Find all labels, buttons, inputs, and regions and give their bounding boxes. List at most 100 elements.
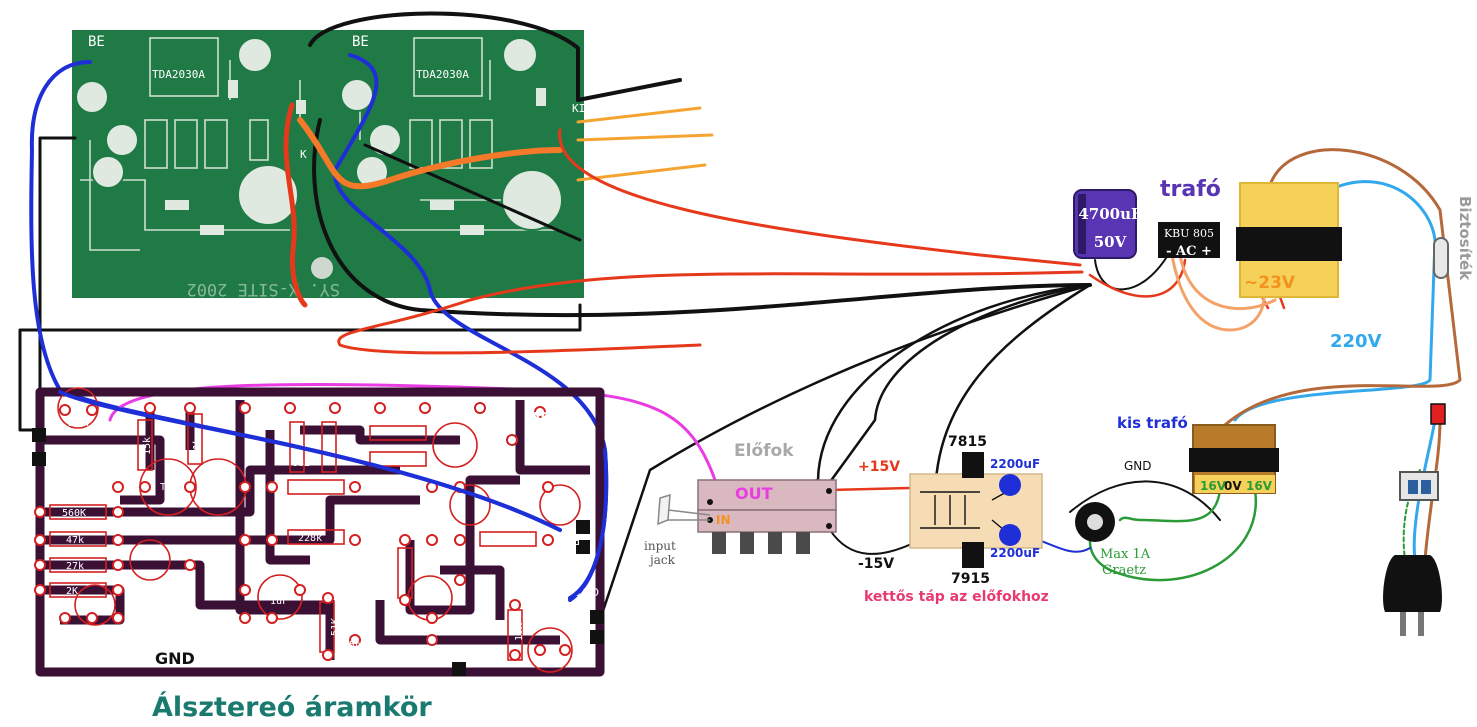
stereo-comp-16: 521	[292, 508, 310, 519]
stereo-supply-label: +20V	[531, 408, 570, 423]
gnd-label: GND	[1124, 459, 1152, 473]
mains-wire-brown	[1223, 148, 1462, 427]
mains-plug	[1383, 555, 1442, 636]
tap-16v-left: 16V	[1200, 479, 1227, 493]
speaker-wire-black	[308, 11, 682, 102]
amplifier-board: BE BE TDA2030A TDA2030A KI K SY. X-SITE …	[72, 30, 585, 299]
pos15-wire	[828, 486, 912, 492]
chip-label-right: TDA2030A	[416, 68, 469, 81]
stereo-comp-13: 232	[292, 440, 310, 451]
fuse-label: Biztosíték	[1456, 196, 1474, 281]
mains-wire-cyan	[1233, 180, 1437, 422]
stereo-gnd-label: GND	[155, 649, 195, 668]
cap-2200-bottom	[999, 524, 1021, 546]
stereo-board: 22uF 15k 1k 100n 560K 47k 27k T1 T3 T2 T…	[32, 387, 605, 677]
stereo-comp-21: 5n	[349, 640, 361, 651]
bridge-minus-wire	[1094, 254, 1169, 291]
preamp-module: Előfok OUT IN	[697, 441, 837, 554]
ground-wire-black	[18, 136, 582, 432]
board-watermark: SY. X-SITE 2002	[186, 279, 340, 299]
preamp-out-label: OUT	[735, 484, 773, 503]
stereo-comp-2: 1k	[192, 438, 203, 450]
k-label: K	[300, 148, 307, 161]
main-transformer: trafó ~23V	[1160, 177, 1342, 298]
ground-bus-black	[312, 118, 1092, 318]
stereo-comp-1: 15k	[142, 437, 153, 455]
bridge-rectifier: KBU 805 - AC +	[1158, 222, 1220, 259]
supply-wire-red-right	[558, 128, 1082, 267]
cap-bottom-label: 2200uF	[990, 546, 1040, 560]
capacitor-value: 4700uF	[1078, 205, 1142, 223]
stereo-comp-22: 1uF	[540, 656, 558, 667]
capacitor-voltage: 50V	[1094, 233, 1127, 251]
stereo-comp-3: 100n	[89, 477, 100, 501]
gnd-to-transformer	[1069, 480, 1221, 521]
filter-capacitor: 4700uF 50V	[1073, 189, 1142, 259]
small-transformer-title: kis trafó	[1117, 414, 1188, 432]
mounting-hole	[311, 257, 333, 279]
bridge-part-number: KBU 805	[1164, 227, 1214, 240]
cap-top-label: 2200uF	[990, 457, 1040, 471]
speaker-wire-orange	[297, 117, 563, 190]
mains-switch	[1399, 403, 1446, 501]
stereo-r-label: R	[572, 534, 580, 547]
stereo-comp-12: 2K	[66, 586, 78, 597]
stereo-comp-17: 228k	[298, 533, 322, 544]
stereo-comp-11: 1uF	[270, 596, 288, 607]
dual-supply-board: 7815 7915 +15V -15V 2200uF 2200uF GND ke…	[858, 434, 1152, 605]
fuse: Biztosíték	[1433, 196, 1474, 281]
regulator-7915	[962, 542, 984, 568]
fuse-holder	[1433, 237, 1449, 279]
tap-16v-right: 16V	[1246, 479, 1273, 493]
stereo-comp-8: T3	[210, 482, 222, 493]
cap-2200-top	[999, 474, 1021, 496]
supply-wire-red-loop	[337, 270, 1084, 355]
transformer-title: trafó	[1160, 177, 1221, 202]
stereo-comp-6: 27k	[66, 561, 84, 572]
input-jack-label-1: input	[644, 539, 676, 553]
stereo-comp-20: 10K	[514, 623, 525, 641]
chip-label-left: TDA2030A	[152, 68, 205, 81]
regulator-pos-label: 7815	[948, 434, 987, 450]
stereo-comp-24: 1uF	[556, 504, 574, 515]
stereo-l-label: L	[566, 585, 573, 598]
stereo-comp-9: T2	[148, 552, 160, 563]
transformer-voltage: ~23V	[1244, 273, 1296, 293]
supply-wire-red-left	[283, 102, 308, 308]
stereo-gnd-wire	[598, 283, 1092, 622]
supply-gnd-wire	[918, 283, 1092, 507]
dual-supply-caption: kettős táp az előfokhoz	[864, 589, 1049, 605]
bridge-pins: - AC +	[1166, 244, 1212, 259]
pos-supply-label: +15V	[858, 459, 900, 475]
preamp-gnd-wire-2	[828, 283, 1092, 484]
stereo-comp-19: 51K	[330, 618, 341, 636]
input-label-left: BE	[88, 34, 105, 50]
ki-label: KI	[572, 102, 585, 115]
graetz-label-2: Graetz	[1102, 563, 1146, 578]
small-transformer: kis trafó 16V 0V 16V	[1117, 414, 1279, 494]
mains-voltage-label: 220V	[1330, 331, 1382, 352]
graetz-label-1: Max 1A	[1100, 547, 1151, 562]
stereo-comp-5: 47k	[66, 535, 84, 546]
stereo-comp-7: T1	[160, 482, 172, 493]
speaker-out-orange-3	[576, 163, 707, 182]
input-jack: input jack	[644, 493, 711, 567]
stereo-comp-4: 560K	[62, 508, 86, 519]
graetz-bridge: Max 1A Graetz	[1075, 502, 1151, 578]
stereo-in-label: IN	[87, 455, 98, 468]
tap-0v: 0V	[1224, 479, 1242, 493]
ac-wire-2	[1178, 253, 1277, 311]
input-label-right: BE	[352, 34, 369, 50]
neg-supply-label: -15V	[858, 556, 894, 572]
stereo-circuit-title: Álsztereó áramkör	[152, 691, 432, 723]
input-wires-overlay	[58, 390, 609, 600]
preamp-in-label: IN	[716, 513, 731, 527]
stereo-comp-15: 228k	[298, 483, 322, 494]
input-jack-label-2: jack	[648, 553, 676, 567]
preamp-title: Előfok	[734, 441, 794, 461]
ac-wire-green-1	[1118, 488, 1222, 523]
stereo-comp-14: 682	[292, 458, 310, 469]
speaker-out-orange-2	[576, 133, 714, 142]
stereo-comp-0: 22uF	[68, 418, 92, 429]
bridge-plus-wire	[1088, 258, 1187, 298]
